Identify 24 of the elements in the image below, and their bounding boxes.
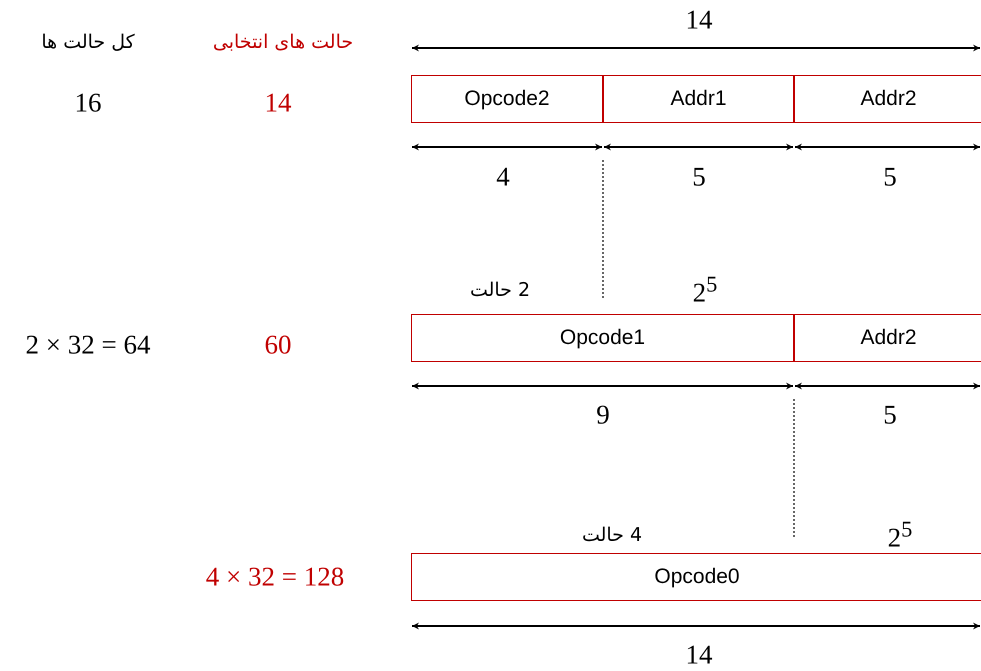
value-label: 2$^{5}$ [888,516,912,554]
value-label: 2 × 32 = 64 [26,330,150,360]
value-label: 14 [264,88,292,118]
label-text: 2 حالت [470,279,530,301]
value-label: 5 [883,400,897,430]
value-label: 60 [264,330,292,360]
value-label: 16 [74,88,102,118]
value-label: 14 [686,640,712,670]
label-text: 4 حالت [582,524,642,546]
value-label: 4 [496,162,510,192]
field-box: Opcode0 [411,553,981,601]
label-text: کل حالت ها [41,31,135,53]
value-label: 14 [686,4,712,36]
value-label: 2$^{5}$ [692,272,718,308]
field-box: Addr1 [603,75,794,123]
field-box: Addr2 [794,314,981,362]
field-box: Opcode1 [411,314,794,362]
value-label: 5 [692,162,706,192]
value-label: 9 [596,400,610,430]
value-label: 4 × 32 = 128 [206,562,344,592]
field-box: Opcode2 [411,75,603,123]
value-label: 5 [883,162,897,192]
field-box: Addr2 [794,75,981,123]
label-text: حالت های انتخابی [212,31,354,53]
